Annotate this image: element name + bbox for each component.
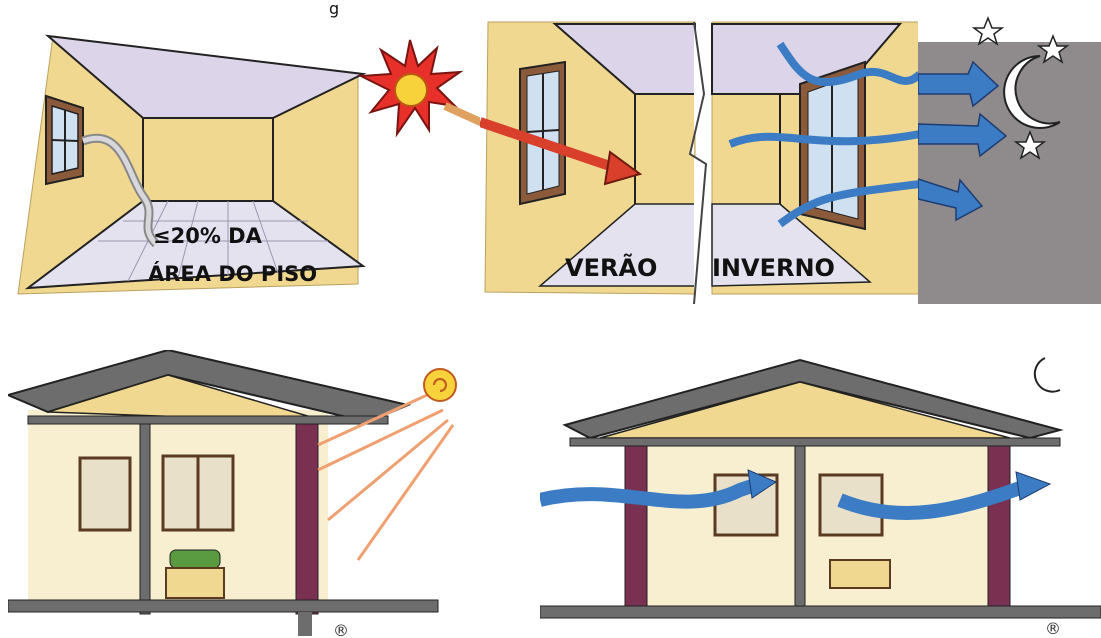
caption-fragment: g [329, 0, 339, 18]
star-icon [1036, 33, 1070, 64]
moon-icon [1033, 357, 1061, 393]
summer-label: VERÃO [565, 253, 657, 282]
wind-arrow [540, 478, 758, 509]
panel-night [918, 14, 1101, 304]
sun-icon [357, 39, 487, 138]
floor-tiles [98, 200, 328, 282]
window-area-label-2: ÁREA DO PISO [148, 261, 317, 286]
window-icon [45, 94, 84, 186]
wind-arrow [837, 481, 1023, 520]
wall-section [295, 423, 319, 615]
registered-mark: ® [333, 621, 349, 638]
winter-label: INVERNO [712, 254, 835, 282]
bed-icon [829, 559, 891, 589]
caption-fragment-text: g [329, 0, 339, 18]
floor [24, 200, 366, 290]
panel-seasons: VERÃO INVERNO [480, 14, 920, 304]
floor-slab [540, 605, 1101, 619]
heat-arrow [480, 117, 612, 171]
winter-window-icon [799, 60, 866, 231]
panel-house-sun: ® [8, 350, 478, 638]
window-icon [78, 456, 132, 532]
registered-mark: ® [1045, 619, 1061, 638]
star-icon [971, 15, 1005, 46]
sun-icon [423, 368, 457, 402]
moon-icon [1003, 55, 1061, 129]
wall-section [987, 445, 1011, 607]
bed-icon [169, 549, 221, 569]
floor-slab [8, 599, 439, 613]
wall-section [624, 445, 648, 607]
summer-window-icon [519, 60, 566, 206]
window-area-label-1: ≤20% DA [153, 224, 263, 248]
star-icon [1013, 129, 1047, 160]
panel-window-area: ≤20% DA ÁREA DO PISO [8, 26, 378, 304]
panel-house-ventilation: ® [540, 350, 1101, 638]
sun-rays [317, 388, 455, 561]
escaping-heat-arrows [918, 60, 1008, 222]
season-divider [688, 21, 708, 304]
heat-loss-arrows [728, 41, 920, 228]
